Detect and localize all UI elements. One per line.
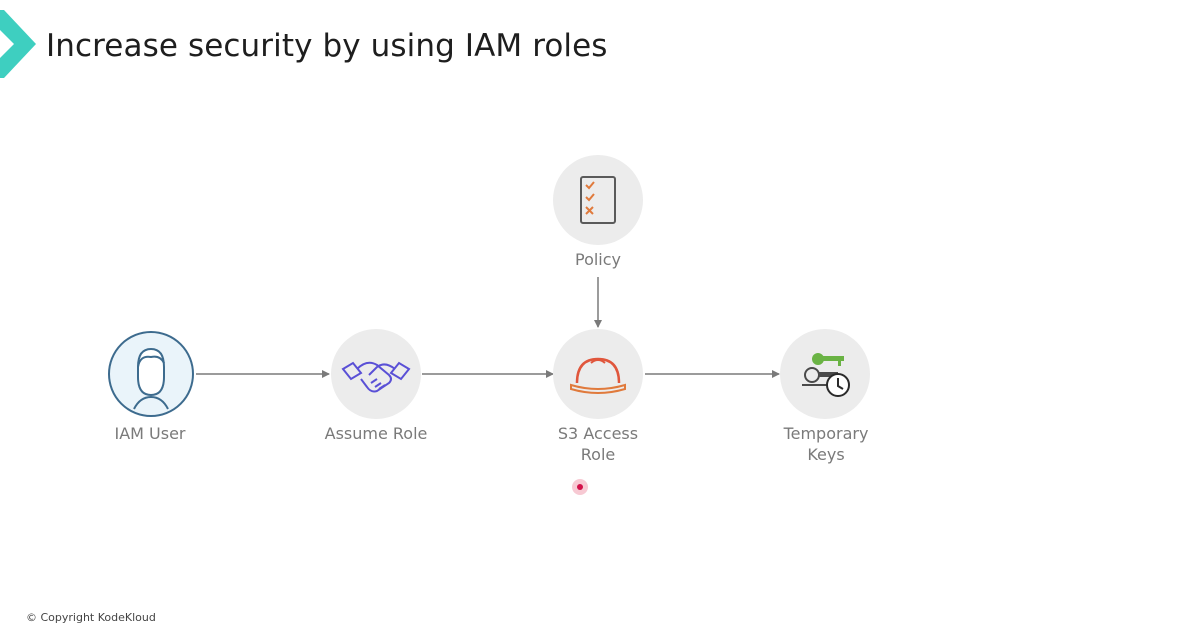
policy-label: Policy — [518, 249, 678, 270]
handshake-icon — [341, 361, 411, 393]
keys-clock-icon — [802, 353, 850, 397]
slide-title: Increase security by using IAM roles — [46, 28, 608, 64]
assume-role-label: Assume Role — [296, 423, 456, 444]
temporary-keys-label-line2: Keys — [807, 445, 845, 464]
iam-user-node — [108, 331, 194, 417]
assume-role-label-text: Assume Role — [324, 424, 428, 443]
hard-hat-icon — [570, 357, 626, 394]
laser-pointer-icon — [572, 479, 588, 495]
s3-access-role-label: S3 Access Role — [518, 423, 678, 465]
s3-access-role-label-line2: Role — [580, 445, 616, 464]
iam-user-label-text: IAM User — [114, 424, 186, 443]
copyright-notice: © Copyright KodeKloud — [26, 611, 156, 624]
checklist-icon — [580, 176, 616, 224]
temporary-keys-node — [780, 329, 870, 419]
assume-role-node — [331, 329, 421, 419]
s3-access-role-label-line1: S3 Access — [557, 424, 639, 443]
user-icon — [133, 347, 169, 410]
iam-user-label: IAM User — [70, 423, 230, 444]
kodekloud-logo-icon — [0, 10, 36, 78]
policy-label-text: Policy — [574, 250, 622, 269]
temporary-keys-label-line1: Temporary — [783, 424, 869, 443]
temporary-keys-label: Temporary Keys — [746, 423, 906, 465]
s3-access-role-node — [553, 329, 643, 419]
policy-node — [553, 155, 643, 245]
